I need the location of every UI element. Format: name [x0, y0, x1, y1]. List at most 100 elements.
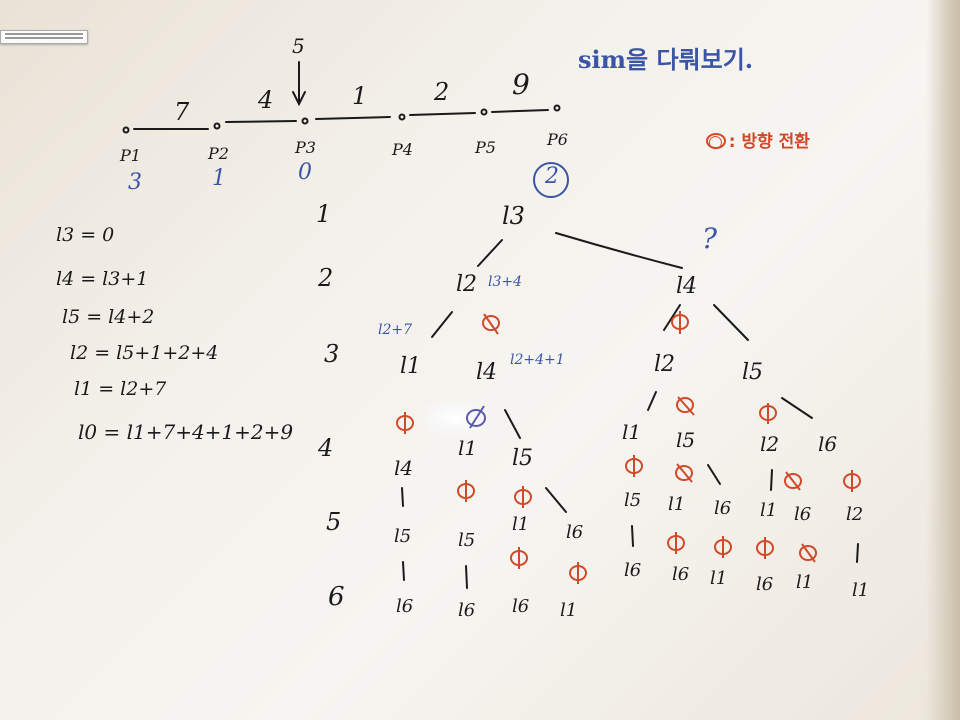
tree-edge — [707, 464, 721, 485]
tree-node: l6 — [714, 498, 732, 519]
tree-node: l2 — [654, 352, 676, 377]
depth-label: 6 — [328, 582, 345, 612]
legend-direction-change: ○ : 방향 전환 — [708, 132, 810, 152]
tree-node: l6 — [756, 574, 774, 595]
segment-line — [225, 120, 297, 123]
depth-label: 5 — [326, 508, 342, 536]
tree-node: l2 — [456, 272, 478, 297]
point-dot — [398, 113, 406, 121]
question-mark: ? — [702, 222, 718, 255]
point-label: P4 — [392, 140, 413, 159]
tree-node: l6 — [818, 432, 838, 456]
point-value: 3 — [128, 170, 142, 195]
start-arrow-label: 5 — [292, 34, 305, 58]
segment-weight: 2 — [434, 78, 450, 106]
tree-node: l1 — [668, 494, 686, 515]
segment-weight: 7 — [174, 98, 190, 126]
equation: l3 = 0 — [56, 224, 115, 246]
tree-node: l5 — [458, 530, 476, 551]
depth-label: 4 — [318, 434, 334, 462]
tree-node: l5 — [624, 490, 642, 511]
segment-weight: 9 — [512, 68, 530, 101]
tree-edge — [647, 391, 657, 411]
root-circle-mark — [533, 162, 569, 198]
blue-phi-mark — [466, 409, 486, 427]
equation: l2 = l5+1+2+4 — [70, 342, 219, 364]
tree-node: l4 — [476, 360, 498, 385]
tree-edge — [465, 565, 468, 589]
segment-line — [315, 116, 391, 120]
tree-edge — [545, 487, 567, 513]
root-circle-number: 2 — [545, 164, 559, 189]
tree-node: l5 — [676, 428, 696, 452]
tree-node: l2 — [760, 432, 780, 456]
point-dot — [553, 104, 561, 112]
tree-node: l1 — [560, 600, 578, 621]
tree-node: l1 — [710, 568, 728, 589]
point-dot — [213, 122, 221, 130]
depth-label: 3 — [324, 340, 340, 368]
tree-node: l6 — [672, 564, 690, 585]
segment-weight: 1 — [352, 82, 368, 110]
phi-marks — [396, 133, 861, 584]
tree-node: l6 — [512, 596, 530, 617]
point-label: P5 — [475, 138, 496, 157]
tree-node: l1 — [852, 580, 870, 601]
tree-node: l6 — [794, 504, 812, 525]
tree-edge — [663, 304, 681, 331]
tree-edge — [781, 397, 813, 419]
point-value: 1 — [212, 166, 226, 191]
equation: l5 = l4+2 — [62, 306, 155, 328]
start-arrow-head — [292, 91, 306, 107]
equation: l4 = l3+1 — [56, 268, 149, 290]
tree-node: l6 — [396, 596, 414, 617]
segment-weight: 4 — [258, 86, 274, 114]
whiteboard-label-sticker — [0, 30, 88, 44]
point-label: P2 — [208, 144, 229, 163]
tree-edge — [555, 232, 683, 269]
tree-edge — [504, 409, 521, 439]
heading-title: sim을 다뤄보기. — [578, 45, 754, 74]
equation: l0 = l1+7+4+1+2+9 — [78, 420, 294, 444]
tree-edge — [402, 561, 405, 581]
point-dot — [122, 126, 130, 134]
point-label: P1 — [120, 146, 141, 165]
tree-edge — [477, 239, 503, 267]
tree-node: l1 — [512, 514, 530, 535]
point-value: 0 — [298, 160, 312, 185]
tree-edge — [770, 469, 773, 491]
point-dot — [301, 117, 309, 125]
tree-node: l4 — [676, 274, 698, 299]
tree-node-root: l3 — [502, 202, 525, 230]
tree-node: l6 — [566, 522, 584, 543]
segment-line — [491, 109, 549, 113]
equation: l1 = l2+7 — [74, 378, 167, 400]
whiteboard-frame-edge — [926, 0, 960, 720]
point-label: P3 — [295, 138, 316, 157]
tree-node: l6 — [458, 600, 476, 621]
point-dot — [480, 108, 488, 116]
tree-node-note: l2+7 — [378, 322, 413, 338]
tree-node-note: l3+4 — [488, 274, 523, 290]
tree-edge — [713, 304, 749, 341]
tree-node: l1 — [400, 354, 422, 379]
tree-edge — [856, 543, 859, 563]
tree-node-note: l2+4+1 — [510, 352, 565, 368]
tree-node: l2 — [846, 504, 864, 525]
depth-label: 2 — [318, 264, 334, 292]
tree-node: l1 — [458, 436, 478, 460]
tree-node: l5 — [512, 446, 534, 471]
tree-node: l1 — [796, 572, 814, 593]
depth-label: 1 — [316, 200, 332, 228]
tree-node: l5 — [394, 526, 412, 547]
segment-line — [409, 112, 476, 116]
point-label: P6 — [547, 130, 568, 149]
blue-phi-mark — [469, 405, 485, 429]
tree-node: l1 — [760, 500, 778, 521]
tree-node: l1 — [622, 420, 642, 444]
tree-edge — [401, 487, 404, 507]
tree-node: l4 — [394, 456, 414, 480]
tree-edge — [631, 525, 634, 547]
